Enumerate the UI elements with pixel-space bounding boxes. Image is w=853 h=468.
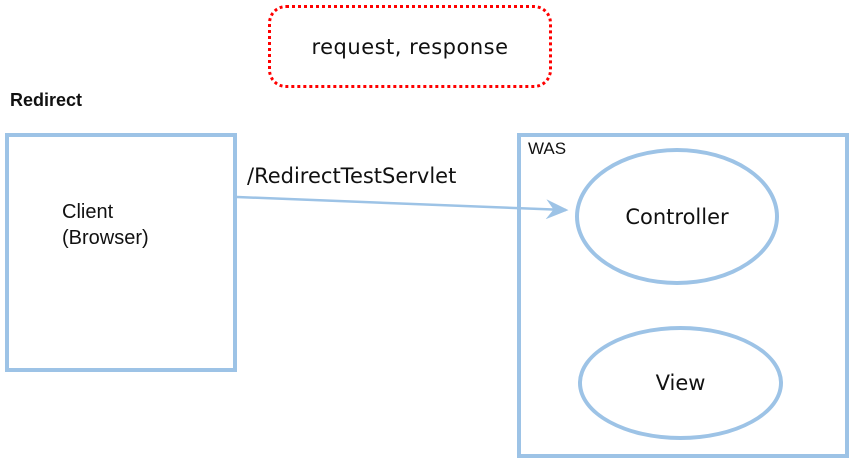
client-box-label: Client (Browser) <box>62 201 149 249</box>
controller-ellipse: Controller <box>575 148 779 285</box>
request-response-note: request, response <box>268 5 552 88</box>
was-box-label: WAS <box>528 139 567 158</box>
view-label: View <box>655 371 706 395</box>
arrow-label: /RedirectTestServlet <box>247 164 457 188</box>
diagram-title: Redirect <box>10 90 83 110</box>
view-ellipse: View <box>578 326 783 440</box>
controller-label: Controller <box>625 204 729 229</box>
client-box <box>5 133 237 372</box>
request-response-note-label: request, response <box>311 34 509 59</box>
